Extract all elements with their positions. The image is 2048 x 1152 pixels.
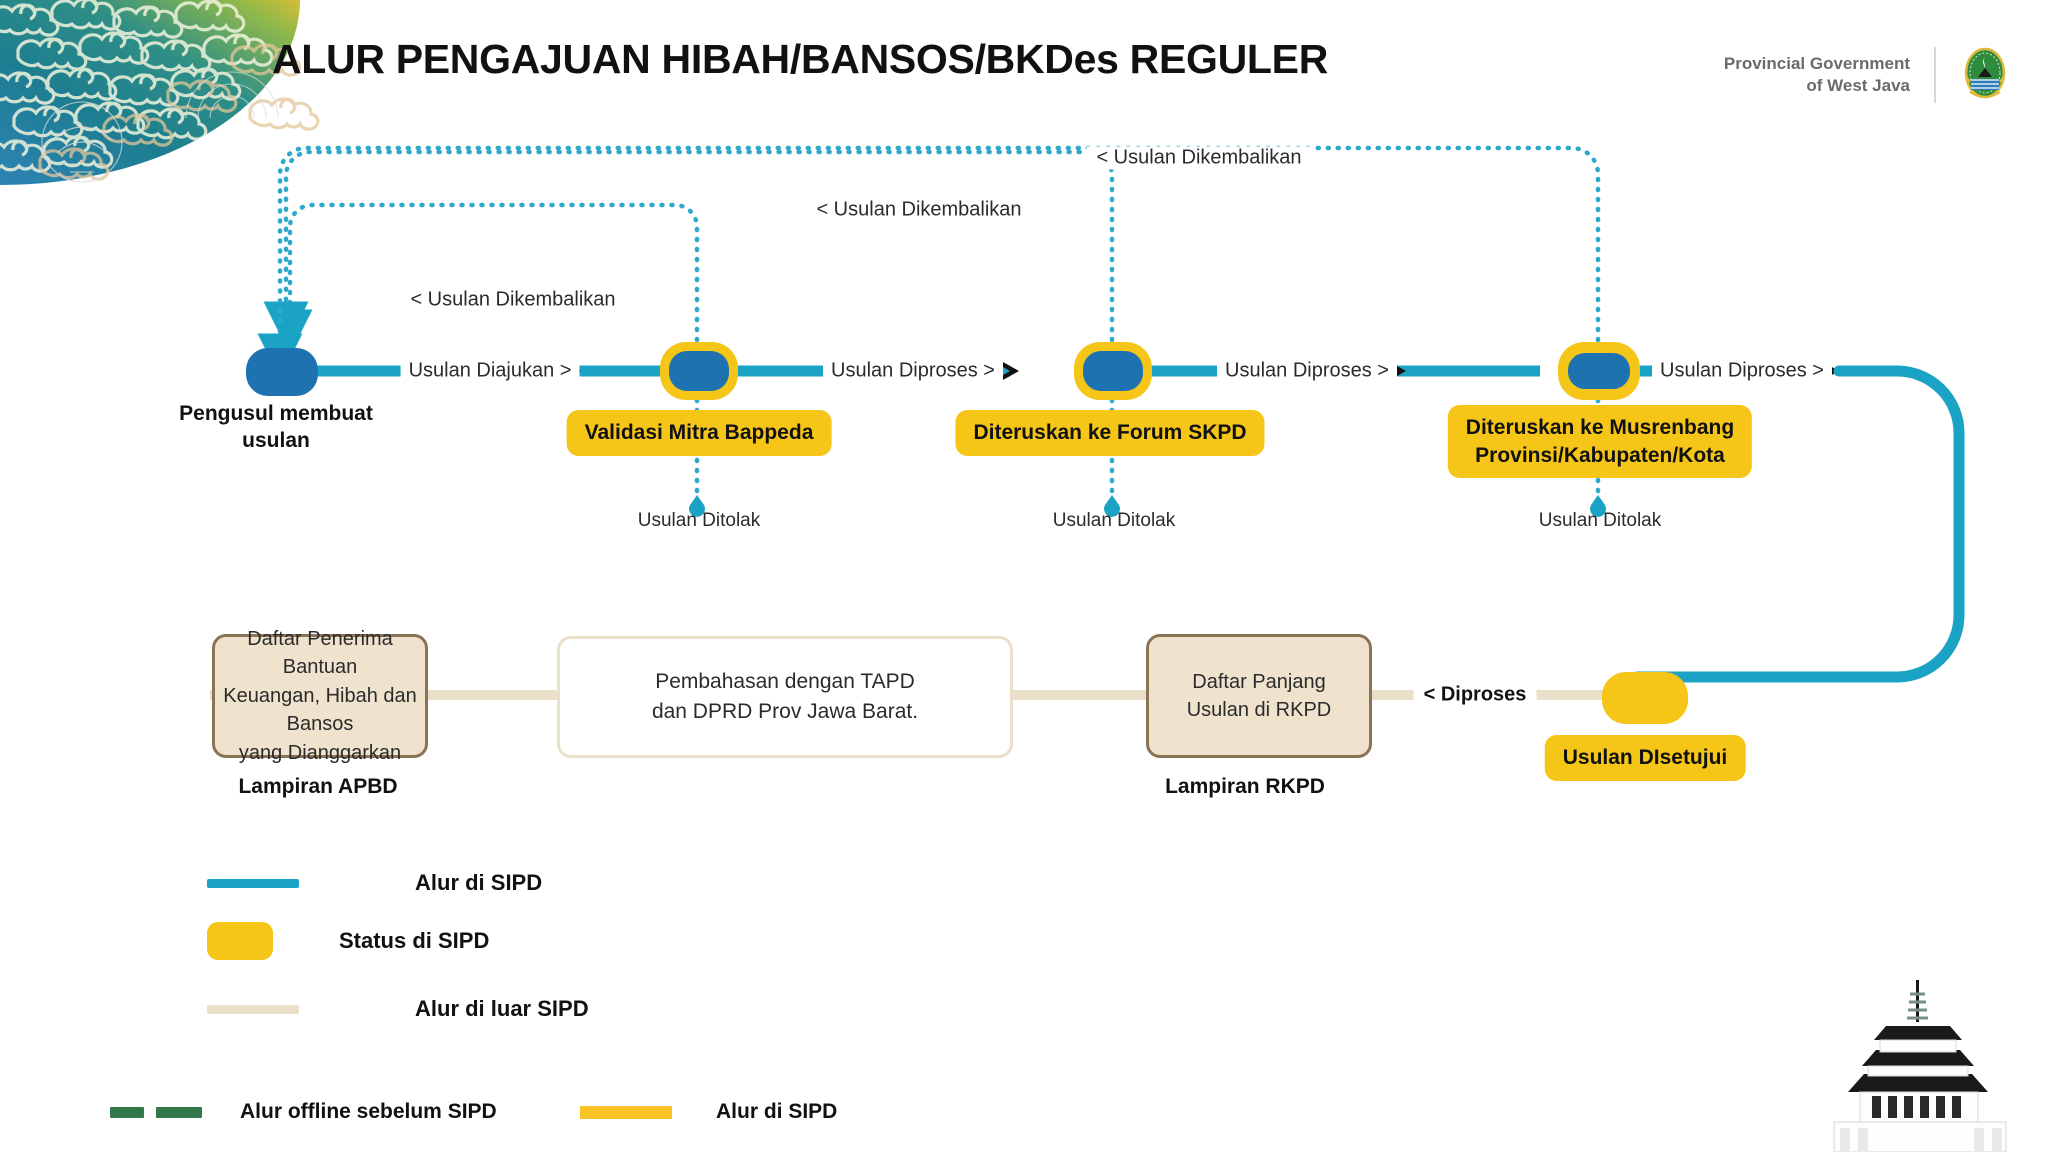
edge-label-1: Usulan Diajukan > [400, 359, 580, 383]
rkpd-line-2: Usulan di RKPD [1186, 699, 1332, 721]
yellow-pill-swatch [207, 922, 273, 960]
yellow-bar-swatch [580, 1105, 672, 1119]
caption-lampiran-apbd: Lampiran APBD [238, 775, 398, 798]
legend-label-luar-sipd: Alur di luar SIPD [415, 996, 589, 1021]
caption-lampiran-rkpd: Lampiran RKPD [1165, 775, 1325, 798]
batik-corner-decoration [0, 0, 330, 195]
legend-item-alur-sipd: Alur di SIPD [207, 870, 542, 896]
status-pill-disetujui[interactable]: Usulan DIsetujui [1544, 735, 1746, 781]
status-pill-musrenbang[interactable]: Diteruskan ke Musrenbang Provinsi/Kabupa… [1447, 405, 1753, 479]
gedung-sate-icon [1833, 980, 2007, 1152]
rkpd-line-1: Daftar Panjang [1192, 670, 1326, 693]
return-label-1: < Usulan Dikembalikan [400, 288, 626, 312]
legend-label-alur-sipd: Alur di SIPD [415, 870, 543, 895]
apbd-line-1: Daftar Penerima Bantuan [247, 628, 393, 679]
reject-label-3: Usulan Ditolak [1538, 510, 1662, 531]
legend-label-alur-sipd-2: Alur di SIPD [716, 1100, 838, 1123]
brand-text: Provincial Government of West Java [1724, 53, 1910, 98]
node-caption-pengusul: Pengusul membuat usulan [126, 400, 426, 455]
edge-label-3: Usulan Diproses > [1217, 359, 1397, 383]
west-java-emblem-icon [1964, 47, 2006, 99]
pill-line-1: Diteruskan ke Musrenbang [1465, 416, 1735, 439]
legend-item-offline: Alur offline sebelum SIPD [110, 1100, 497, 1124]
edge-label-2: Usulan Diproses > [823, 359, 1003, 383]
reject-label-1: Usulan Ditolak [637, 510, 761, 531]
brand-divider [1934, 47, 1936, 103]
tapd-line-1: Pembahasan dengan TAPD [655, 669, 915, 693]
green-dashed-swatch [110, 1106, 202, 1118]
node-caption-line-2: usulan [242, 429, 310, 453]
tapd-line-2: dan DPRD Prov Jawa Barat. [651, 700, 919, 723]
legend-label-status-sipd: Status di SIPD [339, 928, 490, 953]
legend-item-status-sipd: Status di SIPD [207, 922, 581, 960]
brand-block: Provincial Government of West Java [1724, 46, 2010, 104]
beige-line-swatch [207, 1004, 299, 1014]
edge-label-4: Usulan Diproses > [1652, 359, 1832, 383]
box-lampiran-apbd: Daftar Penerima Bantuan Keuangan, Hibah … [212, 628, 428, 764]
box-lampiran-rkpd: Daftar Panjang Usulan di RKPD [1146, 634, 1372, 758]
box-pembahasan-tapd: Pembahasan dengan TAPD dan DPRD Prov Jaw… [557, 636, 1013, 758]
status-pill-forum-skpd[interactable]: Diteruskan ke Forum SKPD [955, 410, 1265, 456]
legend-item-alur-sipd-2: Alur di SIPD [580, 1100, 837, 1124]
page-title: ALUR PENGAJUAN HIBAH/BANSOS/BKDes REGULE… [271, 36, 1329, 82]
diproses-label: < Diproses [1413, 683, 1537, 707]
legend-item-luar-sipd: Alur di luar SIPD [207, 996, 589, 1022]
status-pill-validasi[interactable]: Validasi Mitra Bappeda [566, 410, 832, 456]
blue-line-swatch [207, 878, 299, 888]
apbd-line-2: Keuangan, Hibah dan Bansos [223, 684, 417, 736]
return-label-2: < Usulan Dikembalikan [806, 198, 1032, 222]
apbd-line-3: yang Dianggarkan [238, 741, 402, 764]
brand-line-2: of West Java [1806, 76, 1910, 95]
brand-line-1: Provincial Government [1723, 53, 1910, 73]
node-caption-line-1: Pengusul membuat [179, 402, 373, 425]
return-label-3: < Usulan Dikembalikan [1086, 146, 1312, 170]
reject-label-2: Usulan Ditolak [1052, 510, 1176, 531]
legend-label-offline: Alur offline sebelum SIPD [240, 1100, 497, 1123]
pill-line-2: Provinsi/Kabupaten/Kota [1475, 443, 1725, 467]
